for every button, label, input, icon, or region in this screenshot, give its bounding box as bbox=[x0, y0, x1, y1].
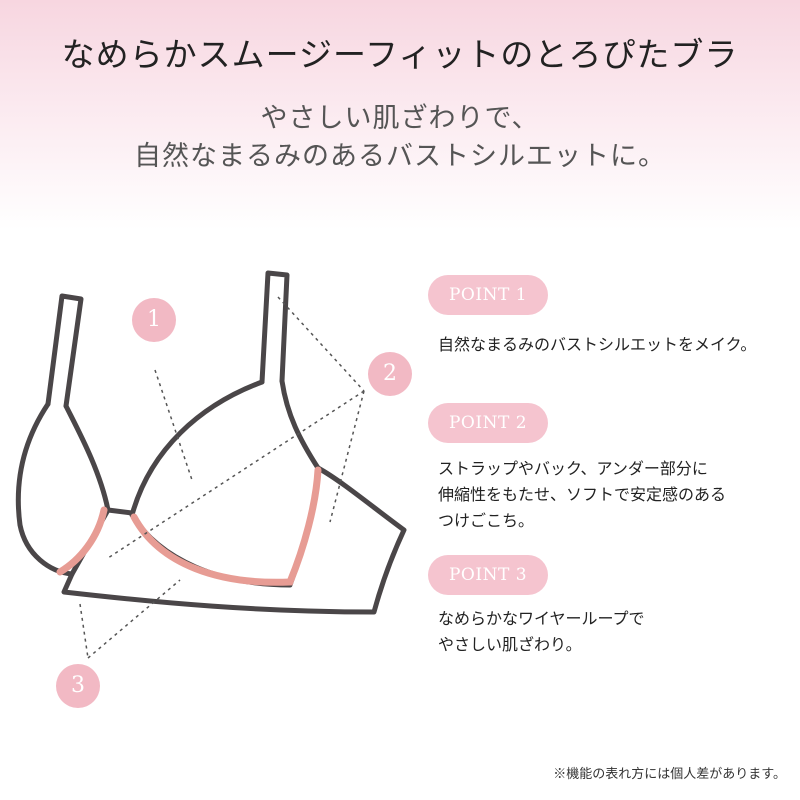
left-cup bbox=[15, 401, 111, 577]
subtitle-line-2: 自然なまるみのあるバストシルエットに。 bbox=[134, 141, 666, 172]
point-2-label: POINT 2 bbox=[428, 403, 548, 443]
wire-loop-left bbox=[56, 506, 108, 576]
leader-line-2a bbox=[277, 296, 365, 392]
callout-1-badge: 1 bbox=[132, 298, 176, 342]
leader-line-2b bbox=[107, 390, 365, 559]
callout-2-badge: 2 bbox=[368, 352, 412, 396]
point-1-line-1: 自然なまるみのバストシルエットをメイク。 bbox=[438, 335, 757, 354]
point-3-line-2: やさしい肌ざわり。 bbox=[438, 635, 582, 654]
subtitle-line-1: やさしい肌ざわりで、 bbox=[260, 103, 540, 134]
point-1-label: POINT 1 bbox=[428, 275, 548, 315]
point-3-line-1: なめらかなワイヤーループで bbox=[438, 609, 645, 628]
callout-3-badge: 3 bbox=[56, 664, 100, 708]
center-gore bbox=[105, 507, 135, 516]
footnote: ※機能の表れ方には個人差があります。 bbox=[553, 767, 786, 782]
left-strap bbox=[45, 293, 84, 409]
leader-line-2c bbox=[329, 390, 365, 523]
right-strap bbox=[259, 270, 290, 385]
leader-line-1 bbox=[154, 369, 193, 481]
point-2-line-1: ストラップやバック、アンダー部分に bbox=[438, 459, 708, 478]
point-2-line-2: 伸縮性をもたせ、ソフトで安定感のある bbox=[438, 485, 727, 504]
point-1-description: 自然なまるみのバストシルエットをメイク。 bbox=[438, 332, 798, 358]
right-cup bbox=[129, 378, 321, 588]
page-title: なめらかスムージーフィットのとろぴたブラ bbox=[61, 35, 739, 74]
point-3-description: なめらかなワイヤーループで やさしい肌ざわり。 bbox=[438, 606, 798, 658]
point-2-line-3: つけごこち。 bbox=[438, 511, 535, 530]
wire-loop-right bbox=[130, 466, 322, 586]
point-3-label: POINT 3 bbox=[428, 555, 548, 595]
leader-line-3a bbox=[79, 603, 89, 659]
header-gradient-background bbox=[0, 0, 800, 230]
page-subtitle: やさしい肌ざわりで、 自然なまるみのあるバストシルエットに。 bbox=[0, 100, 800, 176]
band bbox=[61, 465, 407, 615]
leader-line-3b bbox=[87, 579, 181, 659]
bra-illustration bbox=[15, 270, 407, 659]
point-2-description: ストラップやバック、アンダー部分に 伸縮性をもたせ、ソフトで安定感のある つけご… bbox=[438, 456, 798, 534]
